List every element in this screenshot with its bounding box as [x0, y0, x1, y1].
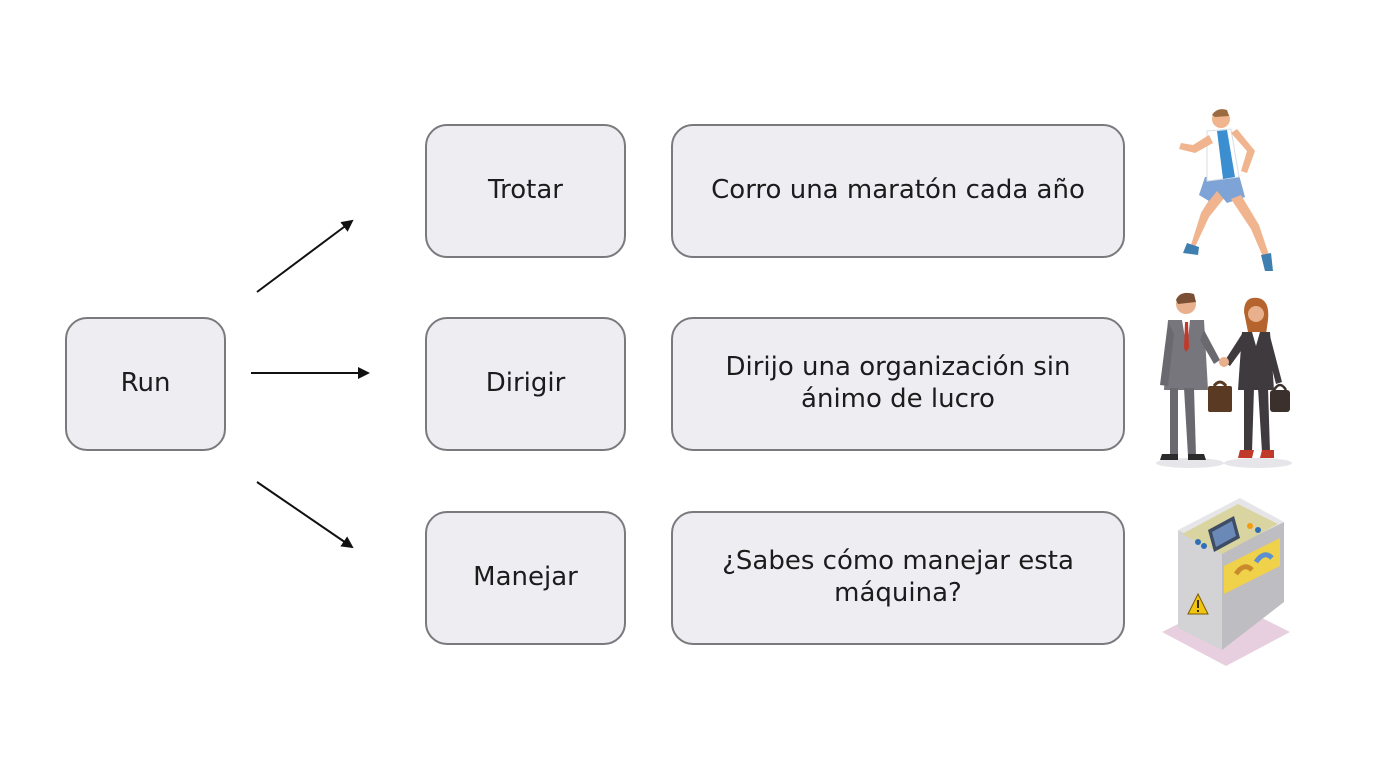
word-label: Trotar	[488, 175, 563, 206]
word-label: Dirigir	[485, 368, 566, 399]
sentence-node-manejar: ¿Sabes cómo manejar esta máquina?	[671, 511, 1125, 645]
sentence-text: Corro una maratón cada año	[711, 175, 1085, 206]
word-node-manejar: Manejar	[425, 511, 626, 645]
source-node-run: Run	[65, 317, 226, 451]
word-node-dirigir: Dirigir	[425, 317, 626, 451]
machine-icon	[1162, 498, 1290, 666]
runner-icon	[1179, 109, 1273, 271]
business-people-icon	[1156, 292, 1292, 468]
word-label: Manejar	[473, 562, 578, 593]
sentence-text: ¿Sabes cómo manejar esta máquina?	[722, 546, 1074, 608]
source-label: Run	[120, 368, 171, 399]
sentence-node-trotar: Corro una maratón cada año	[671, 124, 1125, 258]
sentence-node-dirigir: Dirijo una organización sin ánimo de luc…	[671, 317, 1125, 451]
arrow-to-trotar	[256, 219, 354, 293]
sentence-text: Dirijo una organización sin ánimo de luc…	[725, 352, 1071, 414]
word-node-trotar: Trotar	[425, 124, 626, 258]
arrow-to-manejar	[256, 481, 354, 549]
